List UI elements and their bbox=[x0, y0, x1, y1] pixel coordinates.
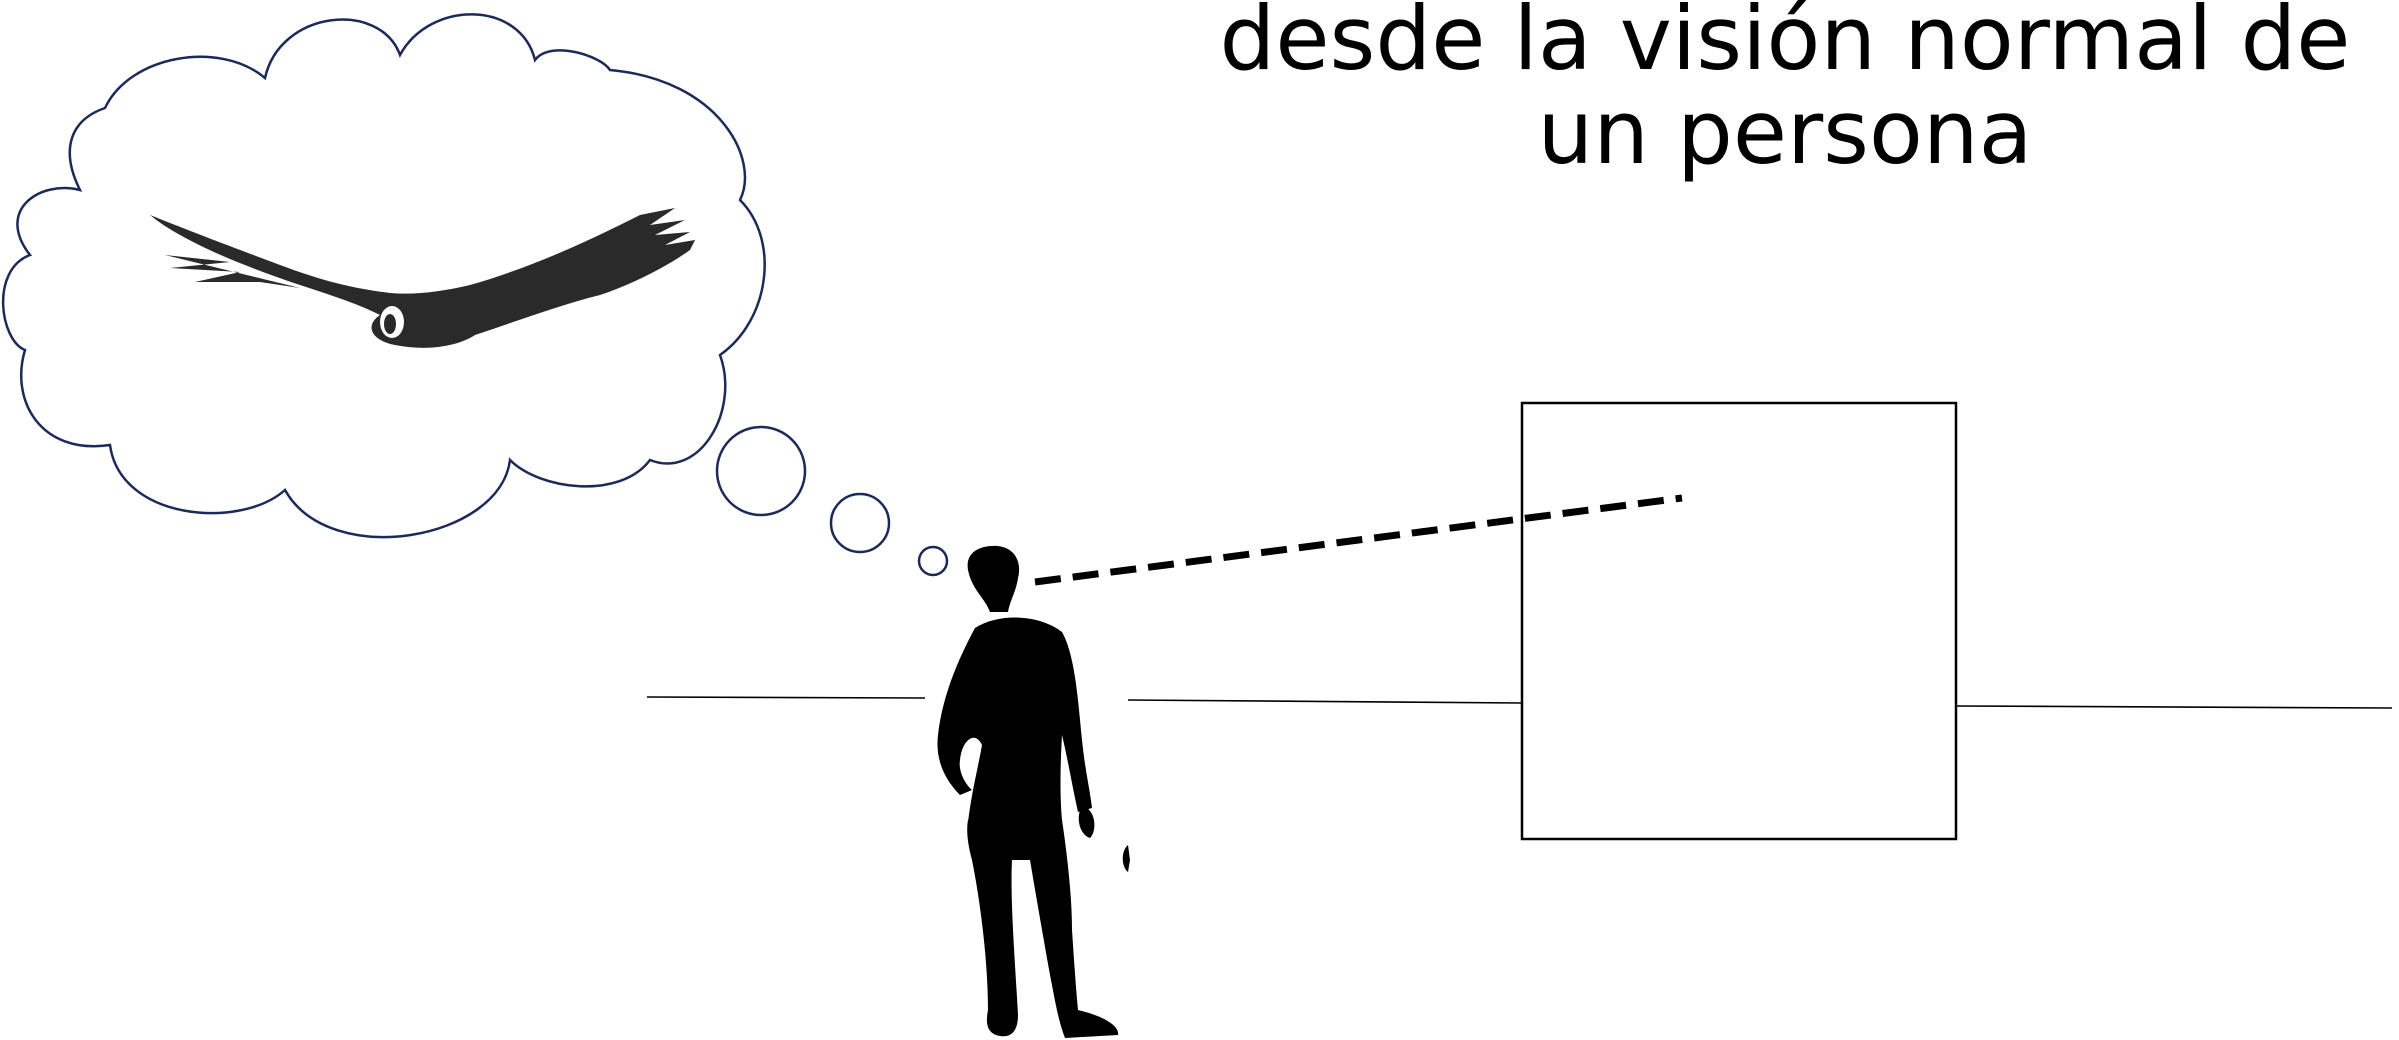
title-line-1: desde la visión normal de bbox=[1219, 0, 2351, 90]
person-silhouette-icon bbox=[937, 545, 1130, 1038]
line-of-sight bbox=[1034, 494, 1683, 586]
condor-icon bbox=[150, 208, 695, 348]
diagram-title: desde la visión normal de un persona bbox=[1180, 0, 2390, 180]
thought-bubble-icon bbox=[1, 13, 949, 577]
square-object bbox=[1520, 401, 1958, 841]
title-line-2: un persona bbox=[1537, 81, 2033, 184]
ground-line bbox=[646, 696, 2393, 709]
